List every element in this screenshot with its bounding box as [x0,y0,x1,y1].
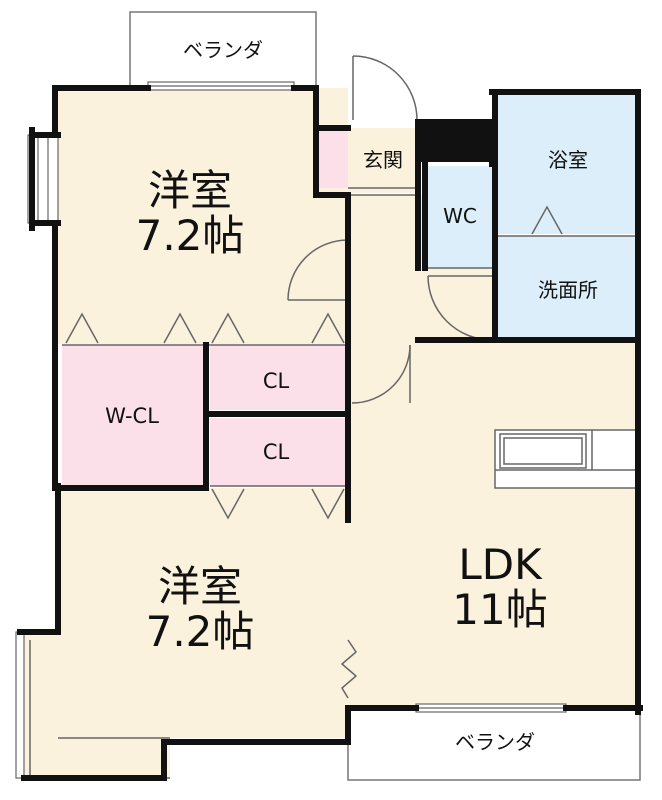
walk-in-closet-label: W-CL [105,404,159,428]
closet-lower-label: CL [262,440,290,464]
western-room-upper-size: 7.2帖 [135,211,245,261]
western-room-lower-label: 洋室 7.2帖 [140,564,260,655]
western-room-upper-name: 洋室 [147,166,232,215]
western-room-lower-bay [20,632,170,778]
ldk-label: LDK 11帖 [430,542,570,633]
room-fills [20,88,638,778]
bathroom-label: 浴室 [548,148,588,172]
bathroom-area [498,92,638,234]
entrance-tile-area [318,128,348,188]
toilet-label: WC [443,204,477,228]
closet-upper-area [210,345,345,410]
kitchen-counter [494,429,638,489]
western-room-upper-area [58,88,348,344]
ldk-area [348,340,638,708]
ldk-size: 11帖 [452,585,548,635]
western-room-lower-name: 洋室 [157,562,242,611]
balcony-bottom-label: ベランダ [455,730,535,754]
closet-lower-area [210,418,345,486]
ldk-name: LDK [458,540,542,589]
closet-upper-label: CL [262,369,290,393]
balcony-top-outline [129,11,317,87]
washroom-label: 洗面所 [538,278,598,302]
balconies [129,11,641,781]
washroom-area [498,236,638,340]
entrance-label: 玄関 [363,148,403,172]
balcony-bottom-outline [347,709,641,781]
balcony-top-label: ベランダ [183,38,263,62]
toilet-area [428,166,492,268]
western-room-lower-size: 7.2帖 [145,607,255,657]
closet-door-marks [65,205,563,699]
walls [17,85,643,781]
western-room-upper-label: 洋室 7.2帖 [130,168,250,259]
door-swings [287,55,493,404]
walk-in-closet-area [62,345,204,486]
